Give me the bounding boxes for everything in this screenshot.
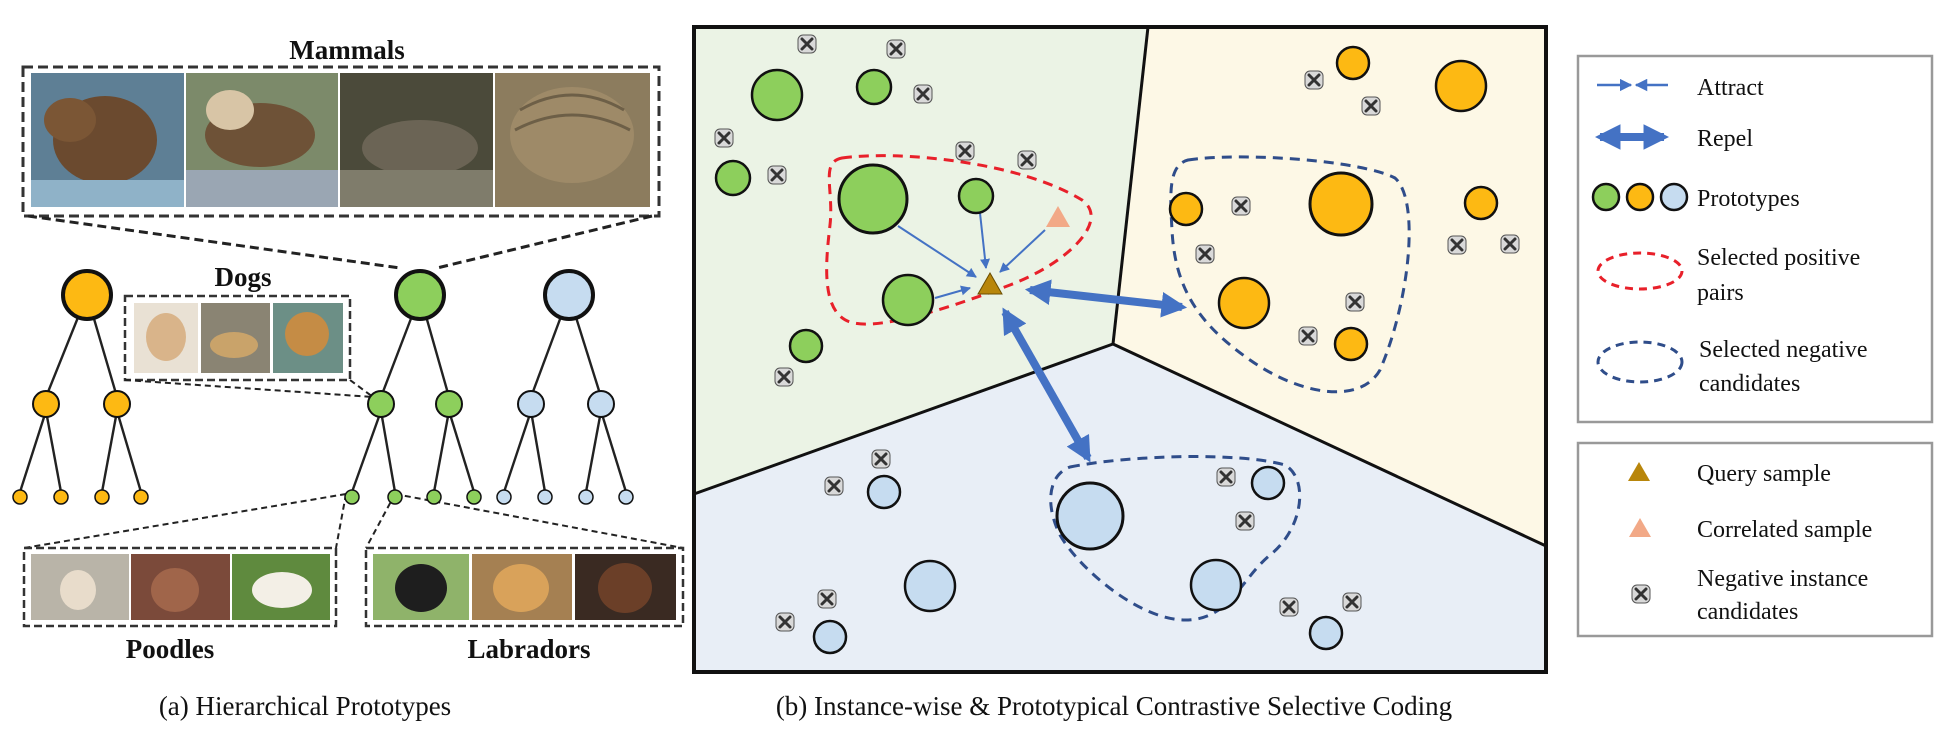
caption-b: (b) Instance-wise & Prototypical Contras… [776, 691, 1452, 721]
legend-repel-label: Repel [1697, 126, 1753, 152]
mammals-label: Mammals [289, 35, 404, 65]
labradors-image-strip [364, 546, 685, 628]
legend-box-top [1576, 54, 1934, 424]
correlated-triangle-icon [1629, 518, 1651, 537]
orange-root-node [61, 269, 113, 321]
legend-attract-label: Attract [1697, 75, 1764, 101]
legend-negative-label-line1: Selected negative [1699, 337, 1868, 363]
dogs-label: Dogs [214, 262, 271, 292]
green-root-node [394, 269, 446, 321]
attract-arrows [897, 212, 1046, 299]
mammals-leader-right [436, 214, 653, 270]
dogs-image-strip [123, 294, 352, 382]
green-region [694, 27, 1148, 494]
prototype-circles-icon [1591, 182, 1689, 212]
legend-negative-label-line2: candidates [1699, 371, 1800, 397]
labradors-label: Labradors [467, 634, 590, 664]
labradors-node [387, 489, 403, 505]
poodles-node [344, 489, 360, 505]
blue-prototypes [812, 465, 1344, 655]
legend-negative-instance-line1: Negative instance [1697, 566, 1868, 592]
legend-negative-instance-line2: candidates [1697, 599, 1798, 625]
negative-x-icon [1631, 584, 1651, 604]
otter-photo [186, 73, 338, 207]
legend-positive-label-line1: Selected positive [1697, 245, 1860, 271]
query-triangle-icon [1628, 462, 1650, 481]
tree-nodes [12, 269, 634, 505]
legend: Attract Repel Prototypes Selected positi… [1576, 54, 1934, 638]
panel-b-frame [692, 25, 1548, 674]
negative-candidates-region-top [1169, 155, 1411, 394]
legend-query-label: Query sample [1697, 461, 1831, 487]
positive-pair-region [825, 154, 1093, 326]
repel-arrows [1001, 279, 1188, 463]
platypus-photo [340, 73, 493, 207]
caption-a: (a) Hierarchical Prototypes [159, 691, 451, 721]
armadillo-photo [495, 73, 650, 207]
yellow-region [1113, 27, 1546, 546]
panel-a: Mammals [12, 35, 685, 721]
legend-positive-label-line2: pairs [1697, 280, 1744, 306]
dogs-node [367, 390, 395, 418]
panel-b: (b) Instance-wise & Prototypical Contras… [692, 25, 1548, 721]
red-dashed-ellipse-icon [1596, 251, 1684, 291]
correlated-sample [1046, 206, 1070, 227]
mammals-leader-left [27, 214, 401, 270]
blue-dashed-ellipse-icon [1596, 340, 1684, 384]
orange-prototypes [1168, 45, 1499, 362]
legend-correlated-label: Correlated sample [1697, 517, 1872, 543]
mammals-image-strip [21, 65, 661, 218]
legend-prototypes-label: Prototypes [1697, 186, 1800, 212]
green-prototypes [714, 68, 995, 364]
query-sample [977, 271, 1003, 295]
poodles-label: Poodles [126, 634, 215, 664]
poodles-image-strip [22, 546, 338, 628]
blue-root-node [543, 269, 595, 321]
bear-photo [31, 73, 184, 207]
